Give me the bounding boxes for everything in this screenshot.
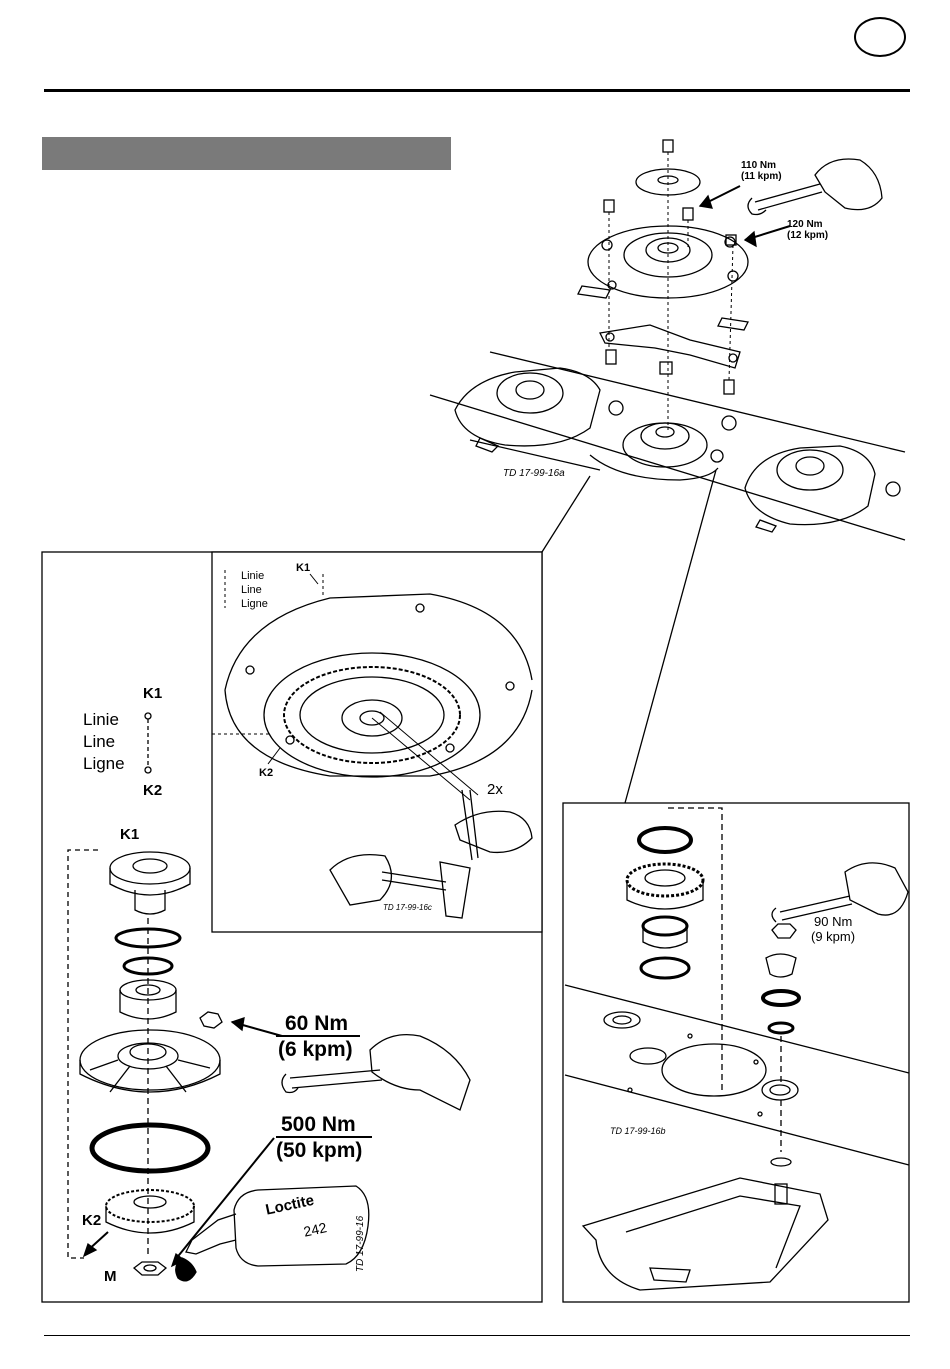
torque-500-label: 500 Nm bbox=[281, 1113, 356, 1137]
o-ring bbox=[92, 1125, 208, 1171]
right-bearing-figure bbox=[565, 808, 909, 1290]
inset-line-de: Linie bbox=[241, 570, 264, 582]
drive-gear bbox=[106, 1190, 194, 1233]
left-cutter-disc bbox=[455, 368, 600, 446]
hand-top bbox=[815, 159, 882, 210]
shaft-hub bbox=[110, 852, 190, 914]
torque-110-label: 110 Nm bbox=[741, 160, 776, 171]
figure-ref-16: TD 17-99-16 bbox=[355, 1216, 366, 1272]
hand-right bbox=[845, 863, 908, 915]
torque-12kpm-label: (12 kpm) bbox=[787, 230, 828, 241]
right-detail-frame bbox=[563, 803, 909, 1302]
line-label-fr: Ligne bbox=[83, 753, 125, 774]
star-housing bbox=[80, 1030, 220, 1092]
inset-k2-label: K2 bbox=[259, 767, 273, 779]
torque-11kpm-label: (11 kpm) bbox=[741, 171, 782, 182]
inset-line-en: Line bbox=[241, 584, 262, 596]
inset-line-fr: Ligne bbox=[241, 598, 268, 610]
k1-top-label: K1 bbox=[143, 685, 162, 702]
k2-top-label: K2 bbox=[143, 782, 162, 799]
figure-ref-16c: TD 17-99-16c bbox=[383, 903, 432, 912]
figure-ref-16b: TD 17-99-16b bbox=[610, 1126, 666, 1136]
inset-count-label: 2x bbox=[487, 781, 503, 798]
line-label-de: Linie bbox=[83, 709, 119, 730]
figure-ref-16a: TD 17-99-16a bbox=[503, 468, 565, 479]
right-cutter-disc bbox=[745, 446, 875, 525]
lock-nut bbox=[134, 1262, 166, 1275]
blade-support bbox=[583, 1178, 828, 1290]
k1-stack-label: K1 bbox=[120, 826, 139, 843]
hex-nut bbox=[200, 1012, 222, 1028]
torque-60-label: 60 Nm bbox=[285, 1012, 348, 1036]
torque-6kpm-label: (6 kpm) bbox=[278, 1038, 353, 1062]
torque-50kpm-label: (50 kpm) bbox=[276, 1139, 362, 1163]
m-label: M bbox=[104, 1268, 117, 1285]
line-label-en: Line bbox=[83, 731, 115, 752]
torque-120-label: 120 Nm bbox=[787, 219, 823, 230]
torque-9kpm-label: (9 kpm) bbox=[811, 930, 855, 944]
torque-90-label: 90 Nm bbox=[814, 915, 852, 929]
top-cutterbar-figure bbox=[430, 140, 905, 540]
inset-k1-label: K1 bbox=[296, 562, 310, 574]
k2-stack-label: K2 bbox=[82, 1212, 101, 1229]
hand-left bbox=[370, 1035, 470, 1110]
